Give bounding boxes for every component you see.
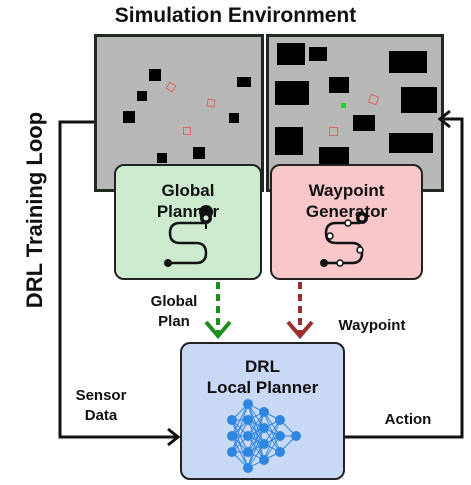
nn-node (227, 431, 237, 441)
nn-node (275, 415, 285, 425)
sensor-data-arrowhead (167, 427, 181, 447)
global-plan-arrowhead (204, 320, 232, 340)
global-plan-label: Global Plan (134, 292, 214, 332)
nn-node (243, 415, 253, 425)
route-waypoints-icon (320, 212, 368, 267)
diagram-title: Simulation Environment (114, 4, 357, 27)
local-planner-label-line2: Local Planner (206, 378, 319, 397)
waypoint-label: Waypoint (338, 317, 406, 334)
local-planner-label-line1: DRL (245, 357, 280, 376)
nn-node (227, 447, 237, 457)
waypoint-arrowhead (286, 320, 314, 340)
nn-connection (231, 403, 249, 453)
sensor-data-label-line2: Data (84, 407, 118, 424)
nn-connection (231, 403, 249, 437)
nn-node (275, 431, 285, 441)
nn-node (243, 447, 253, 457)
sensor-data-arrow (58, 120, 176, 439)
nn-connection (247, 427, 265, 469)
nn-node (243, 431, 253, 441)
action-label: Action (384, 411, 432, 428)
nn-node (291, 431, 301, 441)
nn-node (259, 439, 269, 449)
nn-connection (231, 419, 249, 453)
nn-node (227, 415, 237, 425)
action-arrow (345, 117, 464, 439)
nn-connection (247, 411, 265, 453)
global-plan-label-line2: Plan (158, 313, 190, 330)
nn-connection (263, 419, 281, 461)
nn-node (275, 447, 285, 457)
route-icon (164, 205, 214, 267)
sensor-data-label-line1: Sensor (75, 387, 127, 404)
waypoint-generator-label-line1: Waypoint (308, 181, 385, 200)
nn-node (243, 399, 253, 409)
nn-node (259, 423, 269, 433)
action-arrowhead (437, 109, 451, 129)
global-plan-label-line1: Global (150, 293, 198, 310)
global-planner-label-line1: Global (161, 181, 215, 200)
nn-node (259, 455, 269, 465)
sensor-data-label: Sensor Data (66, 386, 136, 426)
nn-connection (247, 411, 265, 469)
nn-node (259, 407, 269, 417)
neural-network-icon (227, 399, 301, 473)
nn-node (243, 463, 253, 473)
